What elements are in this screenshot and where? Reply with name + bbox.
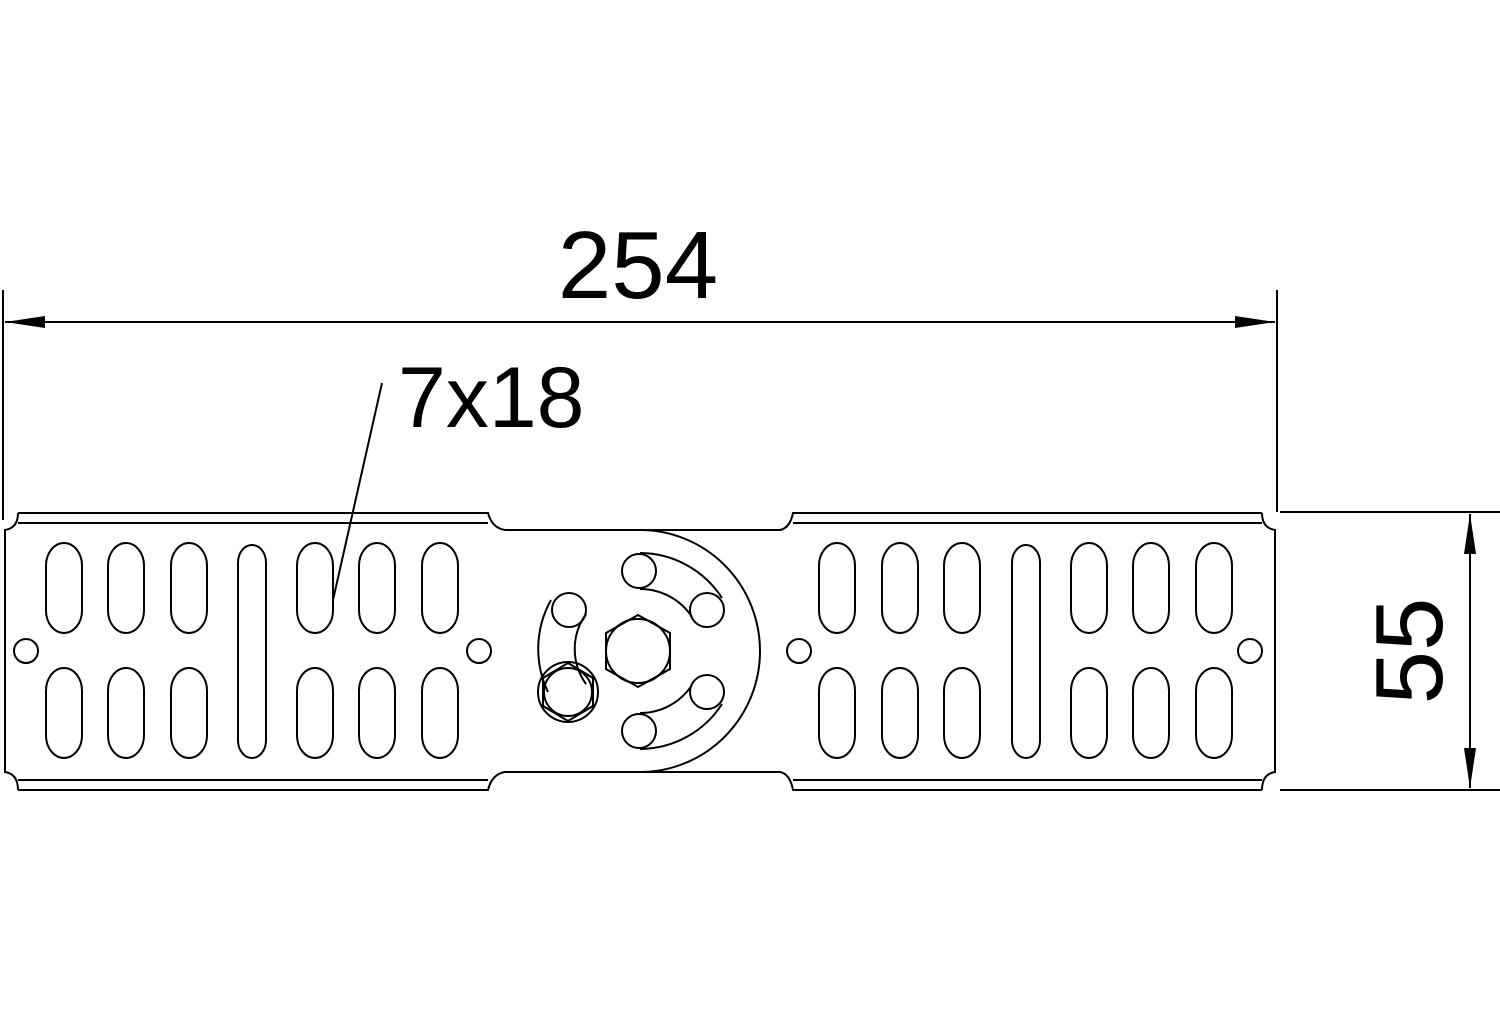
slot-group <box>13 542 1263 759</box>
slot <box>1132 542 1170 634</box>
slot-callout: 7x18 <box>332 350 585 601</box>
length-label: 254 <box>558 212 718 319</box>
slot <box>296 667 334 759</box>
slot <box>1132 667 1170 759</box>
slot <box>1070 667 1108 759</box>
slot <box>1070 542 1108 634</box>
hole <box>689 592 725 628</box>
slot <box>421 667 459 759</box>
mounting-hole <box>466 638 492 664</box>
length-dimension: 254 <box>2 212 1278 520</box>
connector-plate <box>4 512 1276 791</box>
adjuster-hardware <box>537 552 725 750</box>
slot <box>818 667 856 759</box>
slot-size-label: 7x18 <box>398 350 585 446</box>
slot <box>1195 542 1233 634</box>
slot <box>170 667 208 759</box>
slot <box>107 667 145 759</box>
mounting-hole <box>13 638 39 664</box>
slot <box>1195 667 1233 759</box>
hole <box>689 674 725 710</box>
hole <box>621 553 657 589</box>
slot <box>107 542 145 634</box>
slot <box>943 542 981 634</box>
long-slot <box>1011 544 1041 759</box>
slot <box>818 542 856 634</box>
mounting-hole <box>786 638 812 664</box>
slot <box>45 667 83 759</box>
hex-nut-icon <box>605 613 671 689</box>
slot <box>45 542 83 634</box>
height-label: 55 <box>1356 598 1463 705</box>
slot <box>943 667 981 759</box>
slot <box>881 542 919 634</box>
mounting-hole <box>1237 638 1263 664</box>
slot <box>296 542 334 634</box>
hole <box>621 713 657 749</box>
height-dimension: 55 <box>1280 511 1500 791</box>
slot <box>421 542 459 634</box>
slot <box>881 667 919 759</box>
slot <box>170 542 208 634</box>
long-slot <box>237 544 267 759</box>
slot <box>358 542 396 634</box>
slot <box>358 667 396 759</box>
hole <box>551 592 587 628</box>
